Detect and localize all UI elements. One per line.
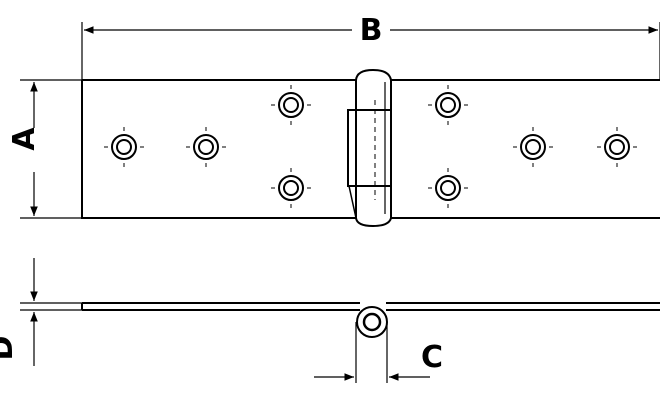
hinge-knuckle <box>347 68 392 228</box>
label-c: C <box>421 340 443 375</box>
label-b: B <box>360 13 383 48</box>
screw-hole <box>513 127 553 167</box>
screw-hole <box>428 85 468 125</box>
label-d: D <box>0 336 20 361</box>
hinge-top-view <box>81 68 660 228</box>
screw-hole <box>428 168 468 208</box>
screw-hole <box>104 127 144 167</box>
knuckle-section <box>356 306 388 338</box>
screw-hole <box>271 168 311 208</box>
screw-hole <box>186 127 226 167</box>
screw-holes <box>104 85 637 208</box>
screw-hole <box>271 85 311 125</box>
hinge-side-view <box>81 302 660 383</box>
screw-hole <box>597 127 637 167</box>
label-a: A <box>7 127 42 151</box>
left-leaf <box>81 79 357 219</box>
